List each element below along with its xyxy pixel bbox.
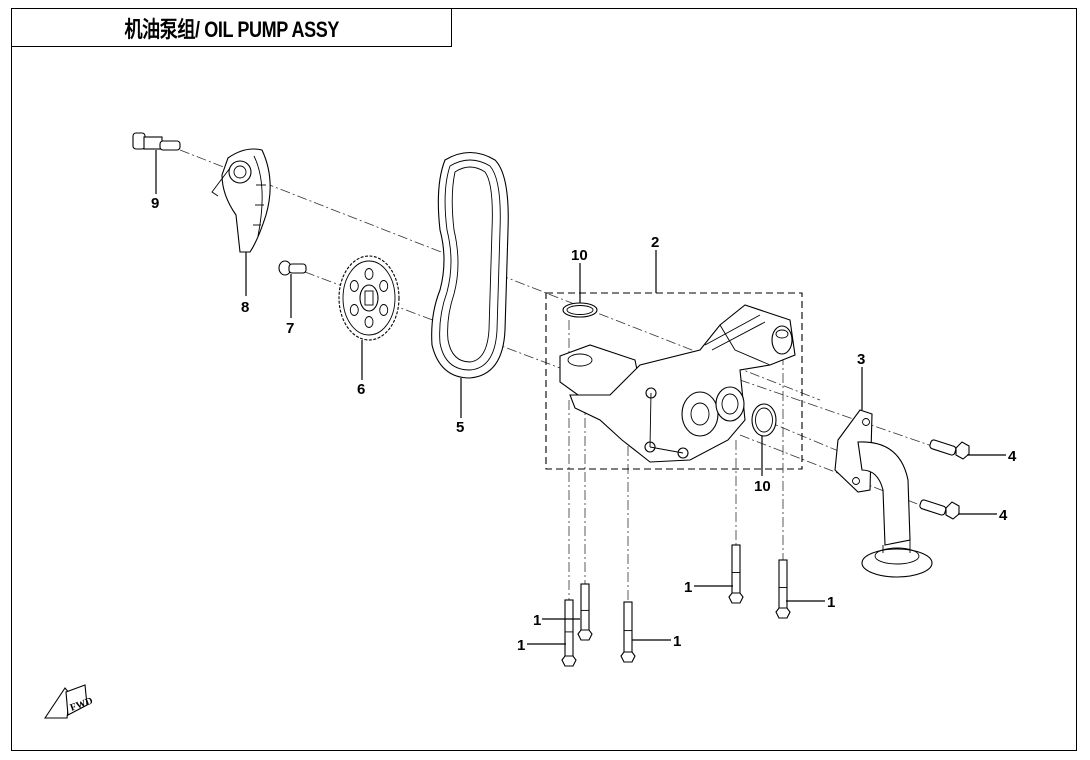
- drawing-frame: [11, 8, 1077, 751]
- sprocket-hole: [364, 268, 374, 280]
- sprocket-hole: [379, 304, 389, 316]
- part-4-bolt-lower[interactable]: [919, 499, 960, 520]
- callout-10-right: 10: [754, 478, 771, 495]
- callout-1-c: 1: [673, 633, 681, 650]
- center-lines: [179, 149, 936, 602]
- title-box: 机油泵组/ OIL PUMP ASSY: [11, 8, 452, 47]
- fwd-arrow-icon: FWD: [43, 684, 94, 719]
- callout-1-e: 1: [827, 594, 835, 611]
- sprocket-hole: [349, 280, 359, 292]
- leader-lines: [155, 150, 1006, 645]
- callout-7: 7: [286, 320, 294, 337]
- part-4-bolt-upper[interactable]: [929, 439, 970, 460]
- callouts: 9 8 7 6 5 10 2 3 10 4 4 1 1 1 1 1: [151, 195, 1017, 654]
- callout-5: 5: [456, 419, 464, 436]
- callout-2: 2: [651, 234, 659, 251]
- callout-9: 9: [151, 195, 159, 212]
- callout-3: 3: [857, 351, 865, 368]
- part-10-oring-right[interactable]: [751, 403, 777, 437]
- part-8-chain-tensioner[interactable]: [211, 148, 271, 253]
- sprocket-hole: [379, 280, 389, 292]
- centerline-bolt4-upper: [739, 379, 936, 448]
- part-1-bolt[interactable]: [775, 559, 791, 619]
- part-1-bolt[interactable]: [577, 583, 593, 641]
- callout-10-top: 10: [571, 247, 588, 264]
- sprocket-hole: [349, 304, 359, 316]
- callout-6: 6: [357, 381, 365, 398]
- sprocket-hole: [364, 316, 374, 328]
- callout-1-b: 1: [517, 637, 525, 654]
- part-1-bolt[interactable]: [728, 544, 744, 604]
- part-1-bolt[interactable]: [561, 599, 577, 667]
- part-7-sprocket-bolt[interactable]: [278, 260, 307, 276]
- page-title: 机油泵组/ OIL PUMP ASSY: [124, 16, 339, 42]
- callout-1-d: 1: [684, 579, 692, 596]
- part-1-bolt[interactable]: [620, 601, 636, 663]
- callout-4-upper: 4: [1008, 448, 1017, 465]
- part-3-strainer-pipe[interactable]: [834, 409, 933, 578]
- part-2-oil-pump[interactable]: [559, 304, 796, 463]
- assembly-boundary: [545, 292, 803, 470]
- callout-8: 8: [241, 299, 249, 316]
- part-9-pivot-bolt[interactable]: [132, 132, 181, 151]
- callout-4-lower: 4: [999, 507, 1008, 524]
- part-5-drive-chain[interactable]: [431, 151, 509, 379]
- part-10-oring-top[interactable]: [562, 302, 598, 318]
- callout-1-a: 1: [533, 612, 541, 629]
- part-6-sprocket[interactable]: [338, 255, 400, 341]
